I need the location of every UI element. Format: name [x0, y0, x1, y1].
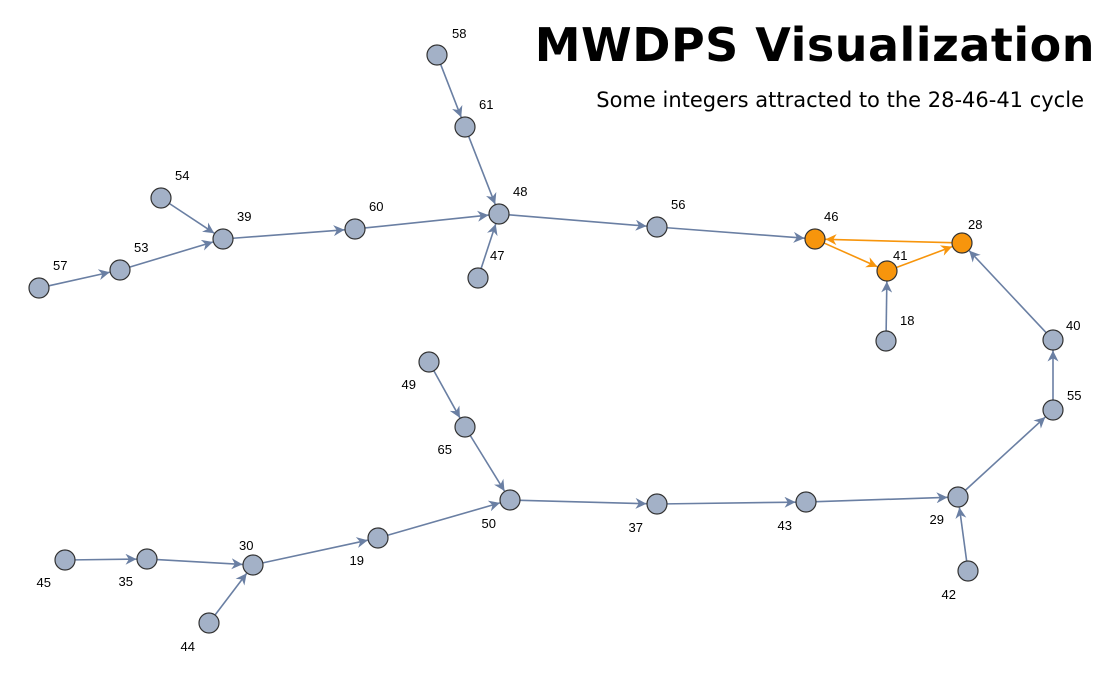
node-label-56: 56 [671, 197, 685, 212]
node-40[interactable] [1042, 329, 1064, 351]
node-49[interactable] [418, 351, 440, 373]
node-label-41: 41 [893, 248, 907, 263]
node-label-54: 54 [175, 168, 189, 183]
edge-56-to-46 [666, 226, 805, 243]
edge-54-to-39 [168, 202, 215, 234]
node-label-53: 53 [134, 240, 148, 255]
node-label-35: 35 [119, 574, 133, 589]
node-58[interactable] [426, 44, 448, 66]
node-19[interactable] [367, 527, 389, 549]
edge-48-to-56 [508, 214, 647, 231]
edge-61-to-48 [467, 136, 497, 205]
node-61[interactable] [454, 116, 476, 138]
edge-42-to-29 [955, 507, 968, 562]
edge-29-to-55 [964, 416, 1046, 491]
edge-35-to-30 [156, 558, 243, 570]
edge-50-to-37 [519, 497, 647, 509]
node-label-49: 49 [402, 377, 416, 392]
node-label-47: 47 [490, 248, 504, 263]
node-label-46: 46 [824, 209, 838, 224]
edge-19-to-50 [387, 500, 501, 537]
node-label-61: 61 [479, 97, 493, 112]
page-subtitle: Some integers attracted to the 28-46-41 … [596, 88, 1084, 112]
node-29[interactable] [947, 486, 969, 508]
page-title: MWDPS Visualization [534, 18, 1095, 72]
node-50[interactable] [499, 489, 521, 511]
edge-47-to-48 [480, 223, 498, 269]
node-56[interactable] [646, 216, 668, 238]
edge-46-to-41 [823, 242, 878, 268]
node-label-48: 48 [513, 184, 527, 199]
edge-44-to-30 [214, 572, 248, 616]
edge-43-to-29 [815, 492, 948, 504]
edge-37-to-43 [666, 496, 796, 508]
node-41[interactable] [876, 260, 898, 282]
edge-41-to-28 [896, 245, 953, 269]
node-30[interactable] [242, 554, 264, 576]
node-label-28: 28 [968, 217, 982, 232]
node-label-29: 29 [930, 512, 944, 527]
edge-40-to-28 [968, 250, 1047, 334]
node-label-39: 39 [237, 209, 251, 224]
edge-60-to-48 [364, 210, 489, 229]
edge-65-to-50 [469, 435, 506, 492]
edge-28-to-46 [825, 234, 953, 246]
node-53[interactable] [109, 259, 131, 281]
node-44[interactable] [198, 612, 220, 634]
node-18[interactable] [875, 330, 897, 352]
node-28[interactable] [951, 232, 973, 254]
node-label-45: 45 [37, 575, 51, 590]
node-label-50: 50 [482, 516, 496, 531]
node-39[interactable] [212, 228, 234, 250]
node-label-43: 43 [778, 518, 792, 533]
node-54[interactable] [150, 187, 172, 209]
node-label-42: 42 [942, 587, 956, 602]
edge-18-to-41 [881, 281, 893, 332]
edge-53-to-39 [129, 239, 214, 268]
node-43[interactable] [795, 491, 817, 513]
edge-45-to-35 [74, 553, 137, 565]
node-label-60: 60 [369, 199, 383, 214]
node-37[interactable] [646, 493, 668, 515]
node-65[interactable] [454, 416, 476, 438]
node-60[interactable] [344, 218, 366, 240]
node-label-55: 55 [1067, 388, 1081, 403]
nodes-layer [28, 44, 1064, 634]
labels-layer: 58 61 48 47 54 39 60 53 57 56 46 41 28 18 40 55 29 42 43 37… [37, 26, 1082, 654]
edge-30-to-19 [262, 537, 368, 564]
node-label-18: 18 [900, 313, 914, 328]
edge-58-to-61 [439, 64, 463, 118]
node-label-65: 65 [438, 442, 452, 457]
node-42[interactable] [957, 560, 979, 582]
node-label-44: 44 [181, 639, 195, 654]
node-35[interactable] [136, 548, 158, 570]
edge-49-to-65 [433, 370, 461, 419]
edge-39-to-60 [232, 225, 345, 240]
node-label-19: 19 [350, 553, 364, 568]
node-57[interactable] [28, 277, 50, 299]
node-label-37: 37 [629, 520, 643, 535]
node-45[interactable] [54, 549, 76, 571]
node-label-58: 58 [452, 26, 466, 41]
node-label-30: 30 [239, 538, 253, 553]
node-55[interactable] [1042, 399, 1064, 421]
edge-57-to-53 [48, 269, 110, 287]
node-label-40: 40 [1066, 318, 1080, 333]
node-48[interactable] [488, 203, 510, 225]
node-46[interactable] [804, 228, 826, 250]
node-47[interactable] [467, 267, 489, 289]
node-label-57: 57 [53, 258, 67, 273]
edges-layer [48, 64, 1059, 616]
